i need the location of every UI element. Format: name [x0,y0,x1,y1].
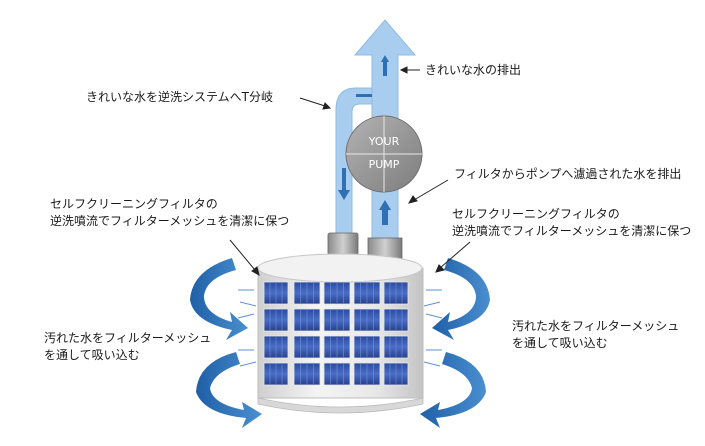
swirl-arrow-left-bottom [196,352,262,428]
label-selfclean-left-line1: セルフクリーニングフィルタの [50,197,218,211]
filter-housing-bottom [257,397,424,414]
swirl-arrow-right-bottom [420,352,486,428]
swirl-arrow-right-top [432,258,490,340]
outlet-flow-arrow-mid [379,200,391,225]
jet-arrow [423,361,441,367]
label-clean-discharge: きれいな水の排出 [425,63,522,77]
leader-selfclean-right [439,241,471,269]
leader-selfclean-left [229,239,256,271]
leader-pump-discharge-head [407,195,418,204]
label-intake-left-line1: 汚れた水をフィルターメッシュ [44,331,212,345]
leader-clean-discharge-head [399,66,408,74]
leader-selfclean-right-head [435,264,445,273]
backwash-jet-arrows [237,289,443,367]
jet-arrow [239,301,257,307]
label-intake-right-line2: を通して吸い込む [512,336,608,350]
intake-swirl-arrows [190,258,490,428]
left-fitting-nut [327,232,359,256]
label-selfclean-left-line2: 逆洗噴流でフィルターメッシュを清潔に保つ [50,214,290,228]
branch-flow-dash [356,94,372,97]
label-intake-right-line1: 汚れた水をフィルターメッシュ [512,319,680,333]
label-selfclean-right-line1: セルフクリーニングフィルタの [452,207,620,221]
label-pump-discharge: フィルタからポンプへ濾過された水を排出 [454,167,682,181]
leader-branch [299,97,326,107]
swirl-arrow-left-top [190,258,248,340]
label-selfclean-right-line2: 逆洗噴流でフィルターメッシュを清潔に保つ [452,224,692,238]
label-intake-left: 汚れた水をフィルターメッシュ を通して吸い込む [44,330,211,364]
leader-lines [229,66,471,277]
leader-pump-discharge [413,179,449,201]
leader-selfclean-left-head [251,266,260,277]
jet-arrow [239,361,257,367]
label-selfclean-left: セルフクリーニングフィルタの 逆洗噴流でフィルターメッシュを清潔に保つ [50,196,289,230]
filter-mesh-panels [263,281,409,386]
leader-branch-head [322,102,332,110]
label-branch-to-backwash: きれいな水を逆洗システムへT分岐 [86,90,273,104]
pump-label-line1: YOUR [368,135,400,148]
label-intake-right: 汚れた水をフィルターメッシュ を通して吸い込む [512,318,679,352]
filter-housing-top [257,253,423,283]
label-selfclean-right: セルフクリーニングフィルタの 逆洗噴流でフィルターメッシュを清潔に保つ [452,206,691,240]
jet-arrow [425,313,443,319]
pump-label-line2: PUMP [369,158,400,171]
outlet-flow-arrow-top [381,55,389,76]
jet-arrow [237,313,255,319]
jet-arrow [423,301,441,307]
branch-flow-arrow-down [338,168,350,200]
label-intake-left-line2: を通して吸い込む [44,348,140,362]
